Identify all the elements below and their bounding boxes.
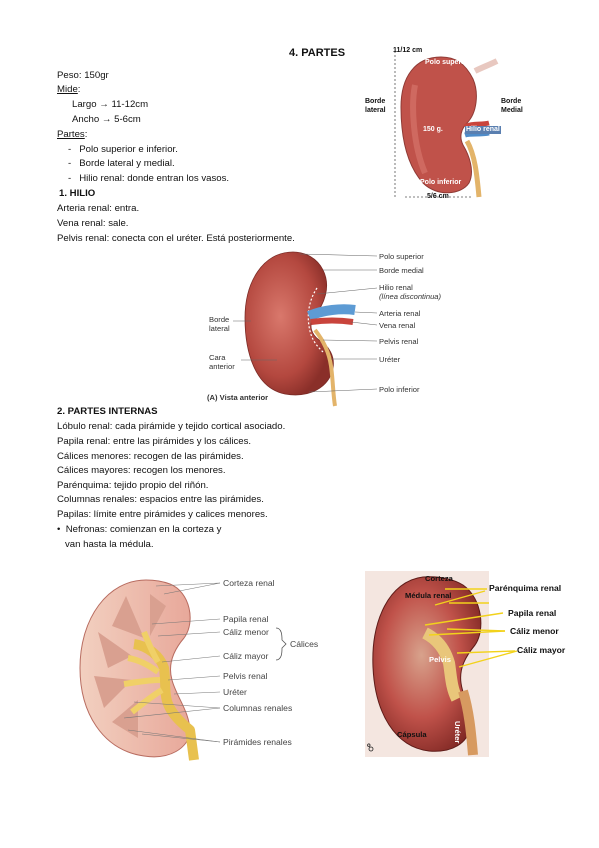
- dim-top-label: 11/12 cm: [393, 47, 423, 54]
- page-title: 4. PARTES: [289, 47, 346, 59]
- pi-pelvis: Pelvis renal: [223, 671, 268, 681]
- partes-item-text: Hilio renal: donde entran los vasos.: [79, 173, 230, 184]
- figure-partes-internas: Corteza renal Papila renal Cáliz menor C…: [68, 572, 338, 762]
- pi-columnas: Columnas renales: [223, 703, 293, 713]
- partes-internas-illustration: [79, 579, 287, 761]
- va-arteria: Arteria renal: [379, 309, 421, 318]
- partes-item: - Borde lateral y medial.: [68, 158, 175, 169]
- peso-label: 150 g.: [423, 126, 443, 133]
- partes-item-text: Polo superior e inferior.: [79, 144, 178, 155]
- cr-papila: Papila renal: [508, 608, 557, 618]
- internas-line: Papilas: límite entre pirámides y calice…: [57, 509, 268, 520]
- kidney-dimensions-illustration: [394, 51, 499, 199]
- borde-medial-label-1: Borde: [501, 98, 522, 105]
- mide-label: Mide:: [57, 84, 81, 95]
- figure-kidney-dimensions: 11/12 cm Polo superior Borde lateral Bor…: [365, 45, 535, 205]
- cr-pelvis: Pelvis: [429, 655, 451, 664]
- hilio-line: Vena renal: sale.: [57, 218, 129, 229]
- dim-bottom-label: 5/6 cm: [427, 193, 449, 200]
- polo-inferior-label: Polo inferior: [420, 179, 462, 186]
- hilio-heading: 1. HILIO: [59, 188, 96, 199]
- va-borde-medial: Borde medial: [379, 266, 424, 275]
- va-cara-2: anterior: [209, 362, 235, 371]
- internas-line: Lóbulo renal: cada pirámide y tejido cor…: [57, 421, 286, 432]
- internas-heading: 2. PARTES INTERNAS: [57, 406, 158, 417]
- figure-vista-anterior: Polo superior Borde medial Hilio renal (…: [205, 248, 465, 408]
- hilio-renal-label: Hilio renal: [465, 126, 501, 134]
- pi-papila: Papila renal: [223, 614, 269, 624]
- cr-medula: Médula renal: [405, 591, 452, 600]
- pi-ureter: Uréter: [223, 687, 247, 697]
- polo-superior-label: Polo superior: [425, 59, 471, 66]
- pi-caliz-mayor: Cáliz mayor: [223, 651, 269, 661]
- va-vena: Vena renal: [379, 321, 416, 330]
- borde-medial-label-2: Medial: [501, 107, 523, 114]
- va-pelvis: Pelvis renal: [379, 337, 419, 346]
- cr-ureter-vertical: Uréter: [453, 721, 462, 744]
- va-ureter: Uréter: [379, 355, 401, 364]
- largo-line: Largo → 11-12cm: [72, 99, 149, 110]
- internas-line: Parénquima: tejido propio del riñón.: [57, 480, 209, 491]
- cr-corteza: Corteza: [425, 574, 453, 583]
- figure-corte-renal: Corteza Médula renal Parénquima renal Pa…: [365, 571, 595, 757]
- va-polo-superior: Polo superior: [379, 252, 424, 261]
- va-caption: (A) Vista anterior: [207, 393, 269, 402]
- vista-anterior-illustration: [233, 251, 378, 407]
- peso-line: Peso: 150gr: [57, 70, 109, 81]
- nefronas-text-1: Nefronas: comienzan en la corteza y: [65, 524, 222, 535]
- va-cara-1: Cara: [209, 353, 226, 362]
- ancho-line: Ancho → 5-6cm: [72, 114, 141, 125]
- pi-caliz-menor: Cáliz menor: [223, 627, 269, 637]
- cr-parenquima: Parénquima renal: [489, 583, 562, 593]
- cr-capsula: Cápsula: [397, 730, 427, 739]
- internas-line: Cálices menores: recogen de las pirámide…: [57, 451, 244, 462]
- internas-line: Papila renal: entre las pirámides y los …: [57, 436, 252, 447]
- mide-label-text: Mide: [57, 84, 78, 95]
- corte-renal-illustration: [365, 571, 518, 757]
- va-hilio-1: Hilio renal: [379, 283, 413, 292]
- hilio-line: Pelvis renal: conecta con el uréter. Est…: [57, 233, 295, 244]
- partes-label-text: Partes: [57, 129, 85, 140]
- cr-corner: o: [367, 743, 371, 749]
- partes-item-text: Borde lateral y medial.: [79, 158, 175, 169]
- nefronas-line-2: van hasta la médula.: [65, 539, 154, 550]
- partes-label: Partes:: [57, 129, 88, 140]
- nefronas-line: • Nefronas: comienzan en la corteza y: [57, 524, 222, 535]
- internas-line: Columnas renales: espacios entre las pir…: [57, 494, 264, 505]
- cr-caliz-menor: Cáliz menor: [510, 626, 559, 636]
- va-polo-inferior: Polo inferior: [379, 385, 420, 394]
- borde-lateral-label-1: Borde: [365, 98, 386, 105]
- partes-item: - Polo superior e inferior.: [68, 144, 178, 155]
- borde-lateral-label-2: lateral: [365, 107, 386, 114]
- hilio-line: Arteria renal: entra.: [57, 203, 140, 214]
- va-borde-lateral-1: Borde: [209, 315, 230, 324]
- internas-line: Cálices mayores: recogen los menores.: [57, 465, 226, 476]
- pi-corteza: Corteza renal: [223, 578, 275, 588]
- pi-calices: Cálices: [290, 639, 319, 649]
- cr-caliz-mayor: Cáliz mayor: [517, 645, 566, 655]
- partes-item: - Hilio renal: donde entran los vasos.: [68, 173, 230, 184]
- va-borde-lateral-2: lateral: [209, 324, 230, 333]
- pi-piramides: Pirámides renales: [223, 737, 292, 747]
- va-hilio-2: (línea discontinua): [379, 292, 442, 301]
